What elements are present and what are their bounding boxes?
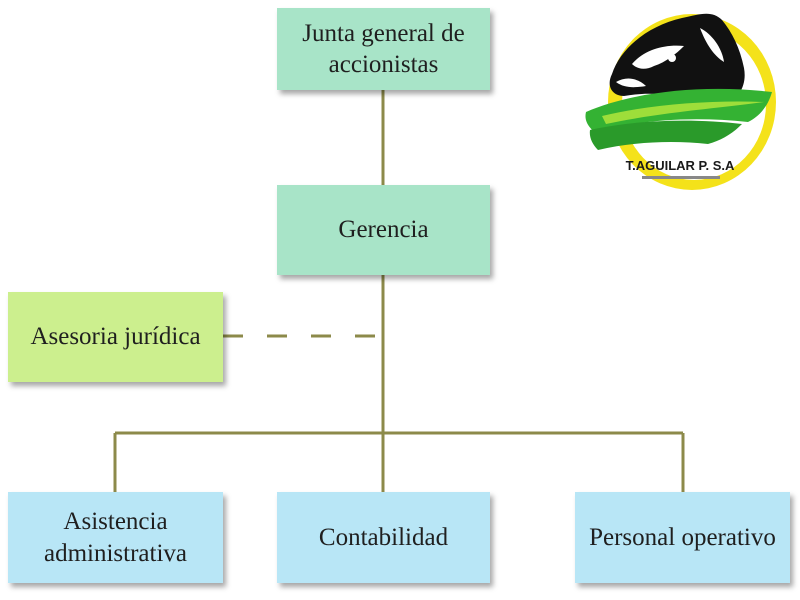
node-gerencia: Gerencia [277, 185, 490, 275]
node-personal-operativo: Personal operativo [575, 492, 790, 583]
node-contabilidad-label: Contabilidad [318, 523, 449, 551]
node-personal-label: Personal operativo [589, 523, 776, 551]
node-gerencia-label: Gerencia [338, 216, 429, 244]
node-contabilidad: Contabilidad [277, 492, 490, 583]
node-asesoria-label: Asesoria jurídica [30, 323, 201, 351]
node-junta-label: Junta general de accionistas [302, 19, 465, 78]
node-asistencia-administrativa: Asistencia administrativa [8, 492, 223, 583]
horse-head-logo-icon: T.AGUILAR P. S.A [585, 13, 776, 190]
node-junta-general: Junta general de accionistas [277, 8, 490, 90]
node-asesoria-juridica: Asesoria jurídica [8, 292, 223, 382]
node-asistencia-label: Asistencia administrativa [43, 508, 188, 567]
logo-company-name: T.AGUILAR P. S.A [626, 158, 735, 173]
